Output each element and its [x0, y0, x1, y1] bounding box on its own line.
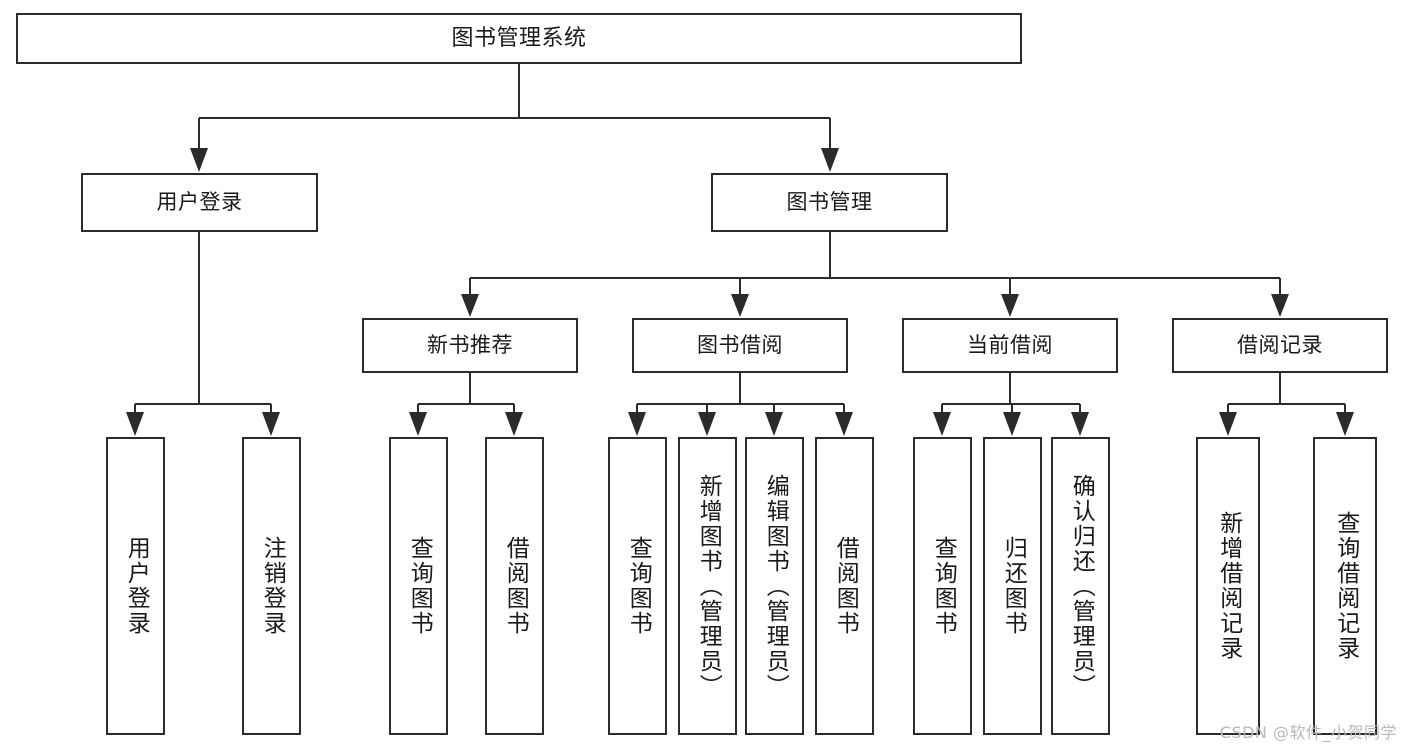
arrowhead-leaf-user-login: [126, 412, 144, 436]
arrowhead-leaf-query-book-1: [409, 412, 427, 436]
arrowhead-leaf-borrow-book-2: [835, 412, 853, 436]
node-leaf-borrow-book-2[interactable]: 借阅图书: [815, 437, 874, 735]
node-leaf-query-book-3[interactable]: 查询图书: [913, 437, 972, 735]
node-leaf-confirm-return[interactable]: 确认归还（管理员）: [1051, 437, 1110, 735]
node-leaf-query-book-1[interactable]: 查询图书: [389, 437, 448, 735]
arrowhead-leaf-query-record: [1336, 412, 1354, 436]
arrowhead-leaf-borrow-book-1: [505, 412, 523, 436]
arrowhead-user-login: [190, 148, 208, 172]
node-book-manage-label: 图书管理: [786, 190, 873, 215]
node-leaf-user-login-label: 用户登录: [123, 536, 150, 636]
arrowhead-leaf-add-book: [698, 412, 716, 436]
node-user-login[interactable]: 用户登录: [81, 173, 318, 232]
node-new-book-recommend[interactable]: 新书推荐: [362, 318, 578, 373]
arrowhead-leaf-query-book-2: [628, 412, 646, 436]
arrowhead-leaf-add-record: [1219, 412, 1237, 436]
csdn-watermark: CSDN @软件_小贺同学: [1219, 723, 1397, 742]
arrowhead-leaf-user-logout: [262, 412, 280, 436]
arrowhead-leaf-confirm-return: [1071, 412, 1089, 436]
node-leaf-user-logout-label: 注销登录: [259, 536, 286, 636]
arrowhead-leaf-edit-book: [765, 412, 783, 436]
node-book-manage[interactable]: 图书管理: [711, 173, 948, 232]
node-book-borrow-label: 图书借阅: [697, 333, 783, 358]
node-leaf-borrow-book-1[interactable]: 借阅图书: [485, 437, 544, 735]
arrowhead-borrow-record: [1271, 294, 1289, 317]
node-leaf-query-book-3-label: 查询图书: [930, 536, 957, 636]
node-current-borrow-label: 当前借阅: [967, 333, 1053, 358]
node-leaf-add-record-label: 新增借阅记录: [1215, 511, 1242, 661]
node-leaf-confirm-return-label: 确认归还（管理员）: [1068, 473, 1095, 699]
node-borrow-record[interactable]: 借阅记录: [1172, 318, 1388, 373]
node-leaf-query-record[interactable]: 查询借阅记录: [1313, 437, 1377, 735]
node-leaf-query-book-2[interactable]: 查询图书: [608, 437, 667, 735]
node-current-borrow[interactable]: 当前借阅: [902, 318, 1118, 373]
node-leaf-borrow-book-1-label: 借阅图书: [502, 536, 529, 636]
arrowhead-book-borrow: [731, 294, 749, 317]
node-leaf-query-book-2-label: 查询图书: [625, 536, 652, 636]
node-root-label: 图书管理系统: [451, 25, 587, 51]
node-leaf-return-book[interactable]: 归还图书: [983, 437, 1042, 735]
node-leaf-add-book[interactable]: 新增图书（管理员）: [678, 437, 737, 735]
node-book-borrow[interactable]: 图书借阅: [632, 318, 848, 373]
node-leaf-edit-book-label: 编辑图书（管理员）: [762, 473, 789, 699]
node-borrow-record-label: 借阅记录: [1237, 333, 1323, 358]
arrowhead-book-manage: [821, 148, 839, 172]
node-new-book-recommend-label: 新书推荐: [427, 333, 513, 358]
node-root[interactable]: 图书管理系统: [16, 13, 1022, 64]
node-leaf-return-book-label: 归还图书: [1000, 536, 1027, 636]
node-leaf-add-record[interactable]: 新增借阅记录: [1196, 437, 1260, 735]
node-leaf-borrow-book-2-label: 借阅图书: [832, 536, 859, 636]
arrowhead-new-book-recommend: [461, 294, 479, 317]
node-leaf-query-record-label: 查询借阅记录: [1332, 511, 1359, 661]
node-leaf-user-logout[interactable]: 注销登录: [242, 437, 301, 735]
node-user-login-label: 用户登录: [156, 190, 243, 215]
node-leaf-user-login[interactable]: 用户登录: [106, 437, 165, 735]
node-leaf-edit-book[interactable]: 编辑图书（管理员）: [745, 437, 804, 735]
arrowhead-leaf-query-book-3: [933, 412, 951, 436]
arrowhead-leaf-return-book: [1003, 412, 1021, 436]
node-leaf-query-book-1-label: 查询图书: [406, 536, 433, 636]
arrowhead-current-borrow: [1001, 294, 1019, 317]
node-leaf-add-book-label: 新增图书（管理员）: [695, 473, 722, 699]
